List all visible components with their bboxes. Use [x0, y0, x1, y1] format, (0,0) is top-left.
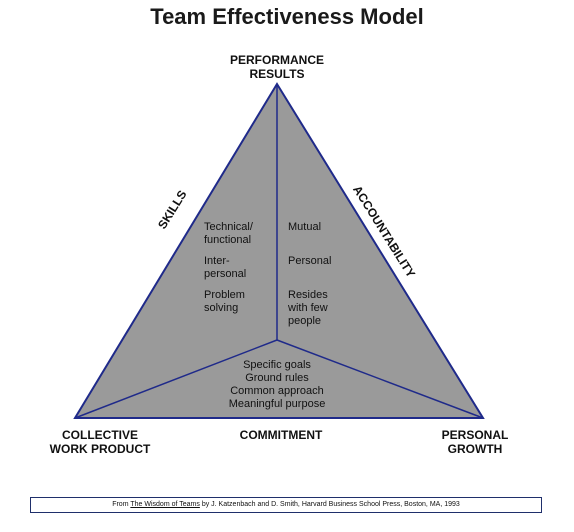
skills-item: Technical/ functional [204, 221, 253, 246]
citation-prefix: From [112, 501, 131, 508]
left-divider-line [74, 339, 278, 419]
citation-book-title: The Wisdom of Teams [130, 501, 200, 508]
right-divider-line [276, 339, 484, 419]
skills-item: Problem solving [204, 289, 245, 314]
citation-box: From The Wisdom of Teams by J. Katzenbac… [30, 497, 542, 513]
accountability-item: Resides with few people [288, 289, 328, 327]
skills-list: Technical/ functional Inter- personal Pr… [204, 221, 274, 323]
accountability-list: Mutual Personal Resides with few people [288, 221, 358, 336]
vertex-bottom-left-label: COLLECTIVE WORK PRODUCT [49, 428, 151, 456]
commitment-item: Ground rules [245, 372, 309, 384]
commitment-item: Common approach [230, 385, 324, 397]
citation-suffix: by J. Katzenbach and D. Smith, Harvard B… [199, 501, 460, 508]
accountability-item: Personal [288, 255, 332, 267]
commitment-item: Specific goals [243, 359, 311, 371]
vertex-bottom-right-label: PERSONAL GROWTH [441, 428, 509, 456]
side-label-commitment: COMMITMENT [239, 428, 323, 442]
page-title: Team Effectiveness Model [150, 4, 424, 29]
skills-item: Inter- personal [204, 255, 247, 280]
commitment-item: Meaningful purpose [228, 398, 326, 410]
vertex-top-label: PERFORMANCE RESULTS [229, 53, 324, 81]
triangle-shape [73, 82, 485, 419]
accountability-item: Mutual [288, 221, 322, 233]
commitment-list: Specific goals Ground rules Common appro… [197, 359, 357, 411]
